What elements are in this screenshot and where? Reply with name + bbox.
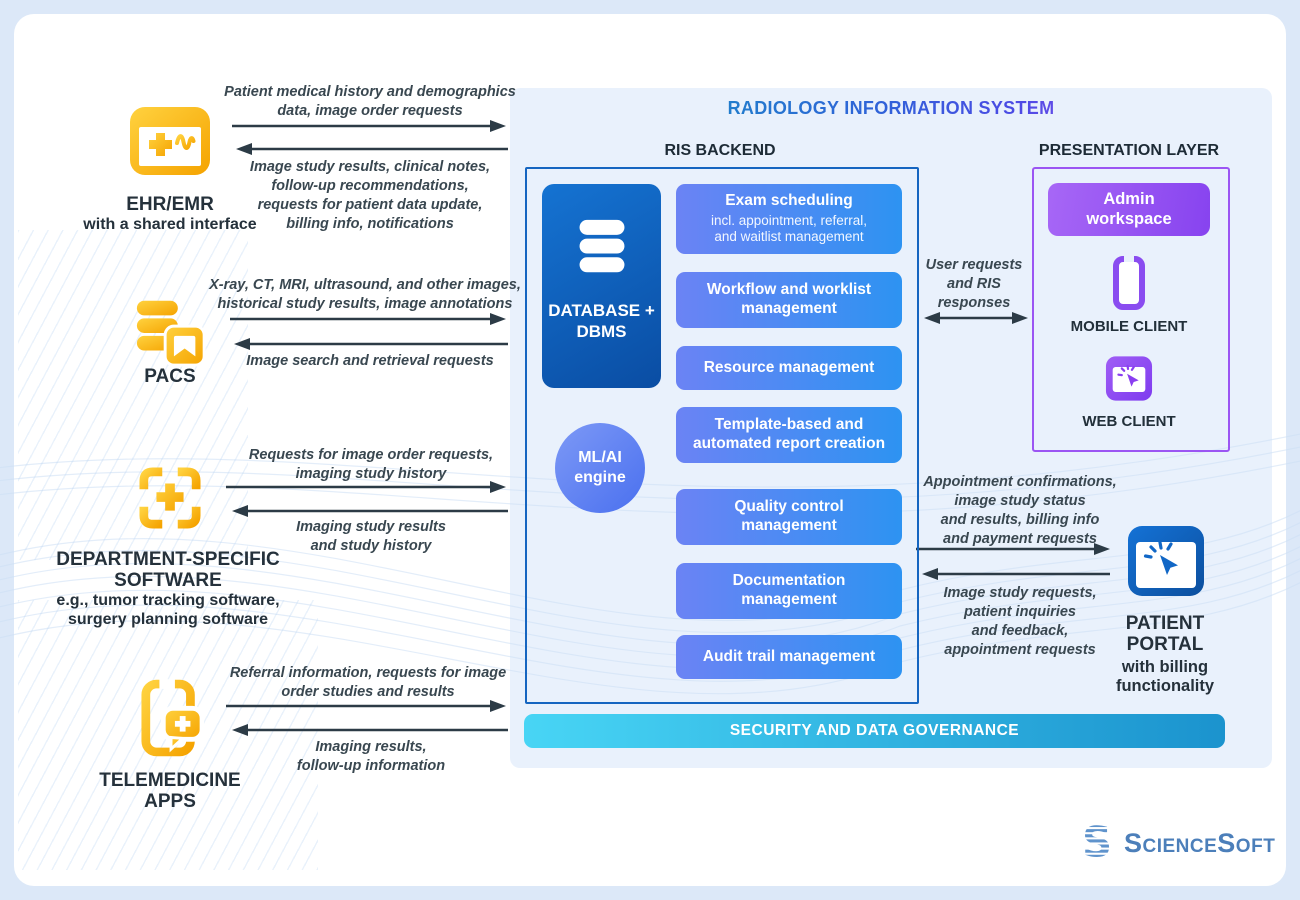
ehr-name: EHR/EMR: [126, 194, 214, 215]
page-title: RADIOLOGY INFORMATION SYSTEM: [510, 98, 1272, 119]
module-audit-trail: Audit trail management: [676, 635, 902, 679]
striped-s-icon: S: [1078, 824, 1116, 862]
module-documentation: Documentation management: [676, 563, 902, 619]
admin-workspace: Admin workspace: [1048, 183, 1210, 236]
module-workflow: Workflow and worklist management: [676, 272, 902, 328]
module-title: Quality control management: [734, 498, 844, 534]
module-title: Documentation management: [732, 572, 846, 608]
ris-to-tele-note: Imaging results, follow-up information: [296, 739, 446, 774]
tele-to-ris-note: Referral information, requests for image…: [229, 665, 507, 700]
database-dbms-box: DATABASE + DBMS: [542, 184, 661, 388]
medical-cross-scan-icon: [139, 467, 201, 529]
module-title: Resource management: [703, 358, 875, 376]
logo-text: ScienceSoft: [1124, 828, 1276, 858]
module-subtitle: incl. appointment, referral, and waitlis…: [710, 212, 868, 245]
ris-to-portal-note: Appointment confirmations, image study s…: [923, 474, 1117, 547]
background-hatch: [18, 230, 248, 560]
module-quality-control: Quality control management: [676, 489, 902, 545]
database-dbms-label: DATABASE + DBMS: [548, 301, 655, 342]
pacs-to-ris-note: X-ray, CT, MRI, ultrasound, and other im…: [209, 277, 521, 312]
ris-backend-label: RIS BACKEND: [664, 142, 776, 159]
dept-to-ris-note: Requests for image order requests, imagi…: [248, 447, 494, 482]
tele-name: TELEMEDICINE APPS: [99, 770, 241, 813]
portal-to-ris-note: Image study requests, patient inquiries …: [943, 585, 1097, 658]
ris-to-dept-note: Imaging study results and study history: [296, 519, 446, 554]
module-title: Audit trail management: [702, 647, 876, 665]
ehr-subname: with a shared interface: [83, 216, 257, 233]
web-client-label: WEB CLIENT: [1082, 413, 1176, 430]
ehr-to-ris-note: Patient medical history and demographics…: [224, 84, 516, 119]
portal-name: PATIENT PORTAL: [1125, 613, 1205, 656]
sciencesoft-logo: S ScienceSoft: [1078, 824, 1275, 862]
module-title: Template-based and automated report crea…: [692, 416, 886, 452]
pacs-name: PACS: [144, 366, 196, 387]
phone-chat-plus-icon: [141, 679, 204, 757]
module-title: Exam scheduling: [725, 192, 853, 210]
browser-click-icon: [1105, 356, 1153, 401]
presentation-layer-box: [1032, 167, 1230, 452]
ml-ai-engine: ML/AI engine: [555, 423, 645, 513]
medical-record-icon: [130, 107, 210, 175]
module-report-creation: Template-based and automated report crea…: [676, 407, 902, 463]
dept-name: DEPARTMENT-SPECIFIC SOFTWARE: [56, 549, 280, 592]
portal-subname: with billing functionality: [1115, 658, 1215, 696]
browser-click-icon: [1128, 526, 1204, 596]
bridge-note: User requests and RIS responses: [925, 257, 1023, 311]
mobile-client-label: MOBILE CLIENT: [1070, 318, 1188, 335]
smartphone-icon: [1113, 255, 1145, 310]
ris-to-ehr-note: Image study results, clinical notes, fol…: [249, 159, 491, 232]
ris-backend-box: [525, 167, 919, 704]
image-database-icon: [136, 300, 206, 367]
module-resource: Resource management: [676, 346, 902, 390]
module-title: Workflow and worklist management: [706, 281, 872, 317]
ris-to-pacs-note: Image search and retrieval requests: [246, 353, 494, 369]
dept-subname: e.g., tumor tracking software, surgery p…: [56, 592, 280, 628]
presentation-layer-label: PRESENTATION LAYER: [1038, 142, 1220, 159]
module-exam-scheduling: Exam scheduling incl. appointment, refer…: [676, 184, 902, 254]
database-cylinder-icon: [579, 219, 624, 273]
security-governance-bar: SECURITY AND DATA GOVERNANCE: [524, 714, 1225, 748]
